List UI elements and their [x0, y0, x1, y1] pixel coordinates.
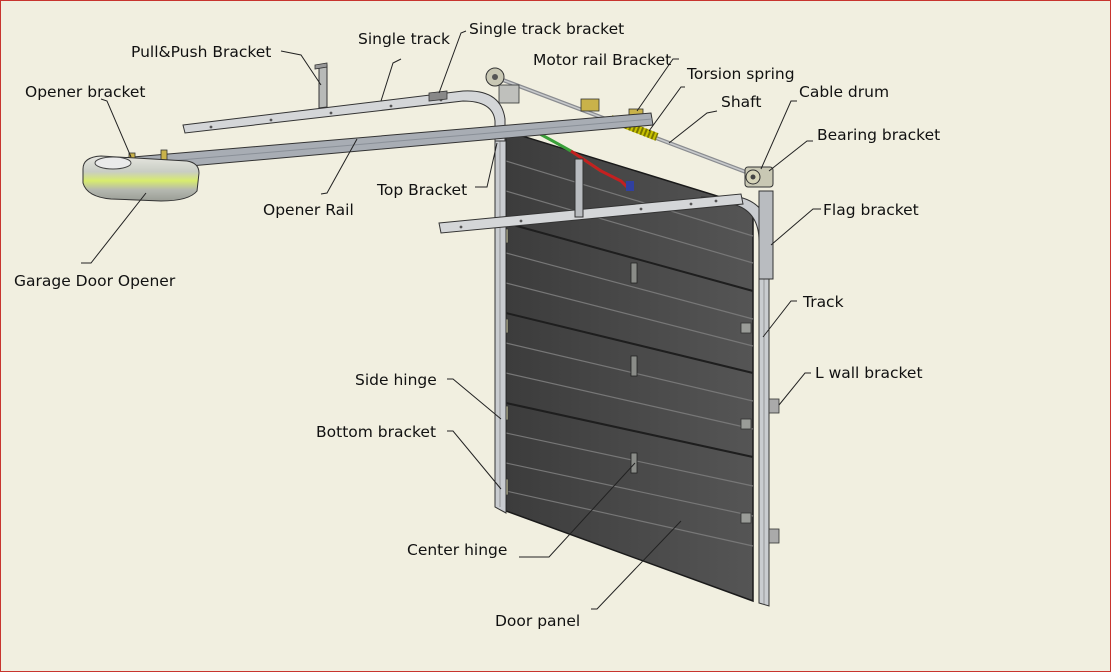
- l-wall-bracket-shape: [768, 398, 780, 414]
- top-bracket-shape: [574, 158, 584, 218]
- pull-push-bracket-shape: [314, 62, 328, 109]
- label-cable-drum: Cable drum: [799, 83, 889, 101]
- label-pull-push-bracket: Pull&Push Bracket: [131, 43, 271, 61]
- right-track: [700, 190, 780, 607]
- label-l-wall-bracket: L wall bracket: [815, 364, 923, 382]
- label-single-track-bracket: Single track bracket: [469, 20, 624, 38]
- single-track: [182, 90, 506, 142]
- cable-drum-right: [744, 166, 774, 188]
- single-track-bracket-shape: [428, 90, 448, 102]
- label-opener-bracket: Opener bracket: [25, 83, 146, 101]
- label-single-track: Single track: [358, 30, 450, 48]
- diagram-labels: Pull&Push Bracket Single track Single tr…: [14, 20, 940, 630]
- label-door-panel: Door panel: [495, 612, 580, 630]
- label-flag-bracket: Flag bracket: [823, 201, 919, 219]
- label-top-bracket: Top Bracket: [376, 181, 467, 199]
- side-hinges-right: [740, 322, 752, 524]
- label-motor-rail-bracket: Motor rail Bracket: [533, 51, 671, 69]
- garage-door-opener-shape: [82, 155, 200, 202]
- label-side-hinge: Side hinge: [355, 371, 437, 389]
- label-opener-rail: Opener Rail: [263, 201, 354, 219]
- motor-rail-bracket-shape: [580, 98, 600, 112]
- label-bottom-bracket: Bottom bracket: [316, 423, 436, 441]
- label-shaft: Shaft: [721, 93, 761, 111]
- lift-cables: [530, 127, 634, 191]
- left-vertical-track: [494, 129, 507, 514]
- end-bearing-left: [498, 84, 520, 104]
- center-hinges: [630, 262, 638, 474]
- label-torsion-spring: Torsion spring: [686, 65, 795, 83]
- label-center-hinge: Center hinge: [407, 541, 507, 559]
- panel-section-joints: [505, 222, 754, 458]
- flag-bracket-shape: [758, 190, 774, 280]
- label-track: Track: [802, 293, 844, 311]
- label-garage-door-opener: Garage Door Opener: [14, 272, 176, 290]
- label-bearing-bracket: Bearing bracket: [817, 126, 940, 144]
- l-wall-bracket-shape-2: [768, 528, 780, 544]
- leader-lines: [81, 30, 821, 610]
